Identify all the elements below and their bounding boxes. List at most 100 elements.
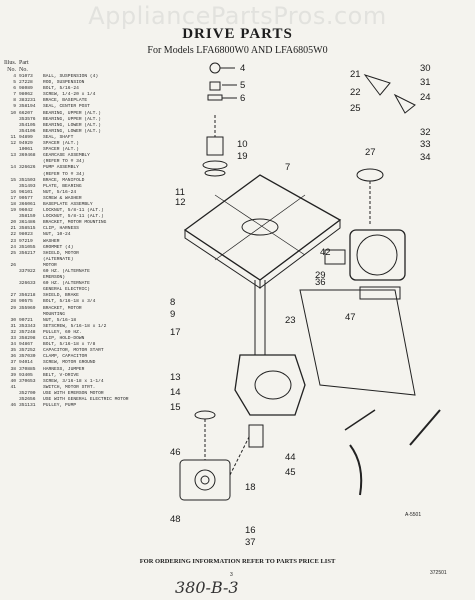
- suspension-rod-shape: [209, 81, 221, 91]
- illus-number: 38: [10, 366, 16, 372]
- baseplate-shape: [183, 174, 342, 281]
- part-description: MOTOR: [43, 262, 57, 268]
- illus-number: 16: [10, 189, 16, 195]
- part-number: 351493: [19, 183, 36, 189]
- part-description: (REFER TO # 34): [43, 159, 85, 165]
- part-description: BASEPLATE ASSEMBLY: [43, 201, 93, 207]
- illus-number: 28: [10, 299, 16, 305]
- bearing-shape: [206, 136, 224, 156]
- illus-number: 6: [13, 86, 16, 92]
- part-number: 352700: [19, 390, 36, 396]
- illus-number: 21: [10, 226, 16, 232]
- table-row: (REFER TO # 34): [4, 172, 180, 178]
- part-description: BRACKET, MOTOR MOUNTING: [43, 220, 107, 226]
- part-number: 370885: [19, 366, 36, 372]
- illus-number: 23: [10, 238, 16, 244]
- drawing-number: A-5501: [405, 512, 422, 518]
- part-number: 357248: [19, 329, 36, 335]
- part-number: 351055: [19, 244, 36, 250]
- table-row: 354106 BEARING, LOWER (ALT.): [4, 129, 180, 135]
- illus-number: 32: [10, 329, 16, 335]
- pulley-shape: [356, 168, 384, 182]
- part-description: 60 HZ. (ALTERNATE: [43, 269, 90, 274]
- page-number: 3: [230, 572, 233, 578]
- part-description: BEARING, LOWER (ALT.): [43, 128, 101, 134]
- callout-16: 16: [245, 525, 256, 536]
- illus-number: 17: [10, 195, 16, 201]
- callout-12: 12: [175, 197, 186, 208]
- part-number: 353576: [19, 116, 36, 122]
- callout-10: 10: [237, 139, 248, 150]
- part-number: 94929: [19, 141, 33, 147]
- illus-number: 39: [10, 372, 16, 378]
- illus-number: 29: [10, 305, 16, 311]
- part-description: BEARING, UPPER (ALT.): [43, 110, 101, 116]
- part-number: 97219: [19, 238, 33, 244]
- illus-number: 20: [10, 220, 16, 226]
- part-number: 354106: [19, 128, 36, 134]
- callout-13: 13: [170, 372, 181, 383]
- callout-21: 21: [350, 69, 361, 80]
- illus-number: 36: [10, 354, 16, 360]
- part-number: 351503: [19, 177, 36, 183]
- part-description: SCREW, 3/16-18 x 1-1/4: [43, 378, 104, 384]
- page-subtitle: For Models LFA6800W0 AND LFA6805W0: [147, 45, 328, 56]
- callout-19: 19: [237, 151, 248, 162]
- illus-number: 37: [10, 360, 16, 366]
- callout-7: 7: [285, 162, 290, 173]
- illus-number: 24: [10, 244, 16, 250]
- part-number: 370653: [19, 378, 36, 384]
- illus-number: 40: [10, 378, 16, 384]
- callout-44: 44: [285, 452, 296, 463]
- part-number: 369468: [19, 153, 36, 159]
- part-description: EMERSON): [43, 275, 66, 281]
- illus-number: 11: [10, 134, 16, 140]
- watermark: AppliancePartsPros.com: [88, 2, 387, 30]
- header-illus: Illus.: [4, 60, 17, 66]
- callout-9: 9: [170, 309, 175, 320]
- table-row: MOUNTING: [4, 312, 180, 318]
- callout-8: 8: [170, 297, 175, 308]
- part-number: 27228: [19, 80, 33, 86]
- callout-34: 34: [420, 152, 431, 163]
- part-number: 98062: [19, 92, 33, 98]
- part-number: 98089: [19, 86, 33, 92]
- callout-42: 42: [320, 247, 331, 258]
- document-code: 372501: [430, 570, 447, 576]
- header-part: Part: [19, 60, 29, 66]
- illus-number: 22: [10, 232, 16, 238]
- pump-shape: [179, 459, 231, 501]
- suspension-ball-shape: [209, 62, 221, 74]
- callout-48: 48: [170, 514, 181, 525]
- callout-23: 23: [285, 315, 296, 326]
- part-description: PLATE, BEARING: [43, 183, 82, 189]
- part-description: ROD, SUSPENSION: [43, 80, 85, 86]
- part-description: BEARING, UPPER (ALT.): [43, 116, 101, 122]
- table-row: (REFER TO # 34): [4, 159, 180, 165]
- illus-number: 35: [10, 348, 16, 354]
- motor-shield-shape: [299, 289, 416, 396]
- part-description: BRACKET, MOTOR: [43, 305, 82, 311]
